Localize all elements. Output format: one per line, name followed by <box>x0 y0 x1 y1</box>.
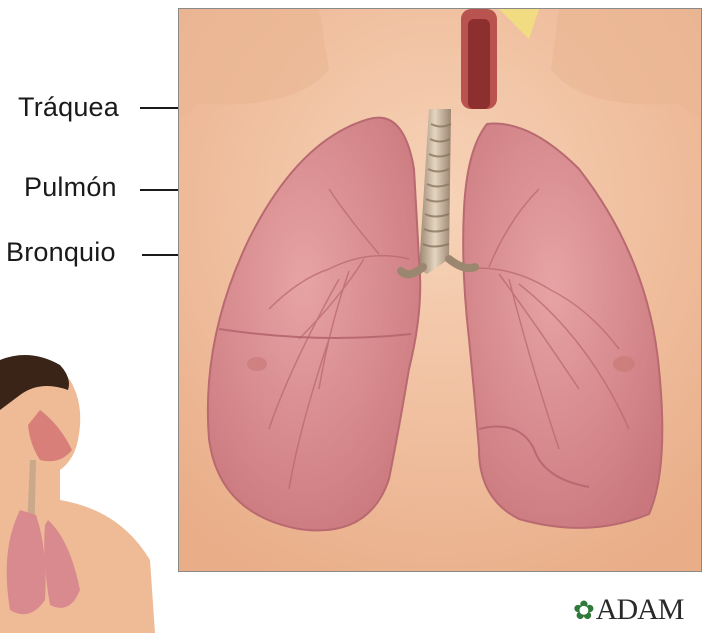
label-lung: Pulmón <box>24 172 117 203</box>
inset-side-profile-illustration <box>0 350 160 633</box>
adam-logo: ✿ADAM <box>573 593 683 627</box>
label-trachea: Tráquea <box>18 92 119 123</box>
leaf-icon: ✿ <box>573 596 594 625</box>
label-bronchus: Bronquio <box>6 237 116 268</box>
chest-illustration <box>178 8 702 572</box>
adam-logo-text: ADAM <box>596 593 684 626</box>
